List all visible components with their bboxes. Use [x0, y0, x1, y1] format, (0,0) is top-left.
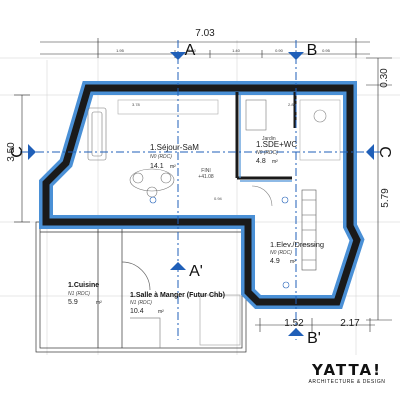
- room-salle-area: 10.4: [130, 308, 144, 315]
- dimension-right-top: 0.30: [379, 68, 390, 88]
- dimension-inner-1: 3.78: [132, 102, 141, 107]
- section-label-c-right: C: [376, 146, 393, 158]
- room-cuisine: 1.Cuisine N1 (RDC) 5.9 m²: [68, 282, 102, 306]
- room-sde-code: N0 (RDC): [256, 150, 278, 156]
- room-sejour-unit: m²: [170, 164, 176, 170]
- room-sde: 1.SDE+WC N0 (RDC) 4.8 m²: [256, 140, 297, 165]
- dimension-top-seg-3: 1.40: [232, 48, 241, 53]
- right-dimension: [366, 57, 392, 321]
- dimension-bottom-right: 2.17: [340, 318, 360, 329]
- dimension-right-main: 5.79: [380, 188, 391, 208]
- top-dimension: [40, 38, 370, 58]
- room-elev: 1.Elev./Dressing N0 (RDC) 4.9 m²: [270, 240, 324, 265]
- brand-tagline: ARCHITECTURE & DESIGN: [308, 379, 386, 385]
- dimension-inner-2: 2.80: [288, 102, 297, 107]
- section-marker-c-left: [28, 144, 36, 160]
- room-cuisine-code: N1 (RDC): [68, 291, 90, 297]
- interior-partitions: [239, 92, 292, 182]
- section-label-a-top: A: [185, 42, 196, 59]
- section-marker-b-bottom: [288, 328, 304, 336]
- dimension-left-main: 3.50: [6, 142, 17, 162]
- room-sejour: 1.Séjour-SaM N0 (RDC) 14.1 m²: [150, 143, 199, 170]
- furniture: [87, 99, 341, 271]
- section-label-b-top: B: [307, 42, 318, 59]
- interior-walls: [235, 92, 297, 180]
- dimension-top-seg-5: 0.95: [322, 48, 331, 53]
- label-fini: FINI: [201, 168, 210, 174]
- label-fini-level: +41.08: [198, 174, 214, 180]
- dimension-bottom-left: 1.52: [284, 318, 304, 329]
- section-label-c-left: C: [9, 146, 26, 158]
- dimension-top-total: 7.03: [195, 28, 215, 39]
- label-jardin: Jardin: [262, 136, 276, 142]
- room-sejour-code: N0 (RDC): [150, 154, 172, 160]
- room-cuisine-name: 1.Cuisine: [68, 282, 99, 289]
- room-elev-area: 4.9: [270, 258, 280, 265]
- room-elev-unit: m²: [290, 259, 296, 265]
- dimension-inner-3: 0.94: [214, 196, 223, 201]
- room-elev-name: 1.Elev./Dressing: [270, 240, 324, 249]
- bottom-dimension: [255, 318, 375, 332]
- room-cuisine-area: 5.9: [68, 299, 78, 306]
- room-sde-area: 4.8: [256, 158, 266, 165]
- room-salle-name: 1.Salle à Manger (Futur Chb): [130, 292, 225, 299]
- left-dimension: [14, 94, 30, 223]
- exterior-wall: [39, 81, 365, 309]
- dimension-top-seg-4: 0.90: [275, 48, 284, 53]
- room-sejour-name: 1.Séjour-SaM: [150, 143, 199, 152]
- section-marker-b-top: [288, 52, 304, 60]
- section-label-a-bottom: A': [189, 263, 203, 280]
- dimension-top-seg-2: 0.90: [188, 48, 197, 53]
- room-sejour-area: 14.1: [150, 163, 164, 170]
- section-marker-a-top: [170, 52, 186, 60]
- room-salle: 1.Salle à Manger (Futur Chb) N1 (RDC) 10…: [130, 292, 225, 315]
- level-markers: [149, 196, 290, 289]
- section-marker-a-bottom: [170, 262, 186, 270]
- room-sde-name: 1.SDE+WC: [256, 140, 297, 149]
- dimension-top-seg-1: 1.95: [116, 48, 125, 53]
- section-lines: [20, 40, 380, 340]
- room-elev-code: N0 (RDC): [270, 250, 292, 256]
- room-salle-unit: m²: [158, 309, 164, 315]
- section-marker-c-right: [366, 144, 374, 160]
- room-sde-unit: m²: [272, 159, 278, 165]
- room-salle-code: N1 (RDC): [130, 300, 152, 306]
- brand-logo: YATTA! ARCHITECTURE & DESIGN: [308, 362, 386, 386]
- brand-name: YATTA!: [312, 361, 382, 379]
- room-cuisine-unit: m²: [96, 300, 102, 306]
- section-label-b-bottom: B': [307, 330, 321, 347]
